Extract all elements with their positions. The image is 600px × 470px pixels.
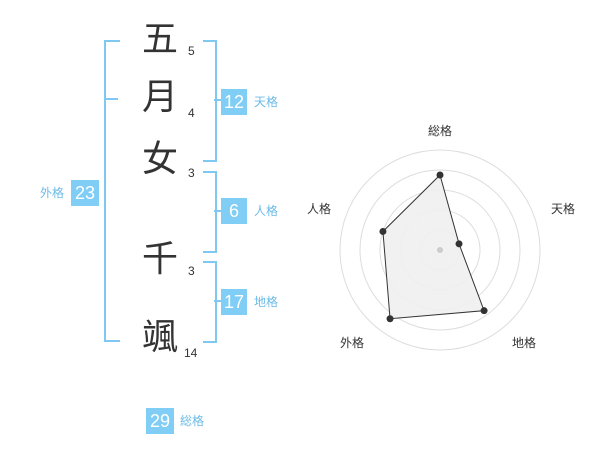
radar-grid-ring-1: [339, 149, 541, 351]
stroke-count-4: 3: [188, 264, 195, 278]
chikaku-label: 地格: [254, 295, 279, 309]
soukaku-label: 総格: [180, 414, 205, 428]
radar-center-dot: [437, 247, 443, 253]
chikaku-score: 17: [221, 289, 247, 315]
tenkaku-label: 天格: [254, 95, 279, 109]
radar-grid-ring-2: [359, 169, 521, 331]
name-char-5: 颯: [141, 317, 178, 358]
stroke-count-2: 4: [188, 106, 195, 120]
radar-point-3: [480, 307, 488, 315]
radar-polygon: [382, 174, 485, 320]
radar-point-2: [455, 240, 463, 248]
tenkaku-bracket-tick: [214, 99, 221, 101]
gaikaku-bracket: [104, 40, 120, 342]
chikaku-bracket-tick: [214, 300, 221, 302]
radar-point-5: [379, 227, 387, 235]
radar-label-chikaku: 地格: [512, 336, 537, 350]
stroke-count-1: 5: [188, 44, 195, 58]
jinkaku-score: 6: [221, 198, 247, 224]
jinkaku-bracket: [203, 171, 217, 253]
stroke-count-3: 3: [188, 166, 195, 180]
gaikaku-bracket-tick: [104, 98, 118, 100]
gaikaku-label: 外格: [40, 186, 65, 200]
radar-label-tenkaku: 天格: [551, 202, 576, 216]
radar-label-gaikaku: 外格: [340, 336, 365, 350]
name-char-4: 千: [141, 239, 178, 280]
name-char-3: 女: [141, 139, 178, 180]
tenkaku-score: 12: [221, 89, 247, 115]
jinkaku-bracket-tick: [214, 210, 221, 212]
stroke-count-5: 14: [184, 346, 198, 360]
name-char-1: 五: [141, 19, 178, 60]
radar-point-1: [436, 171, 444, 179]
radar-chart: [339, 149, 541, 351]
tenkaku-bracket: [203, 40, 217, 162]
chikaku-bracket: [203, 261, 217, 343]
soukaku-score: 29: [146, 408, 174, 434]
gaikaku-score: 23: [71, 180, 99, 206]
radar-label-jinkaku: 人格: [307, 202, 332, 216]
radar-label-soukaku: 総格: [428, 124, 453, 138]
radar-point-4: [386, 315, 394, 323]
jinkaku-label: 人格: [254, 204, 279, 218]
name-char-2: 月: [141, 77, 178, 118]
